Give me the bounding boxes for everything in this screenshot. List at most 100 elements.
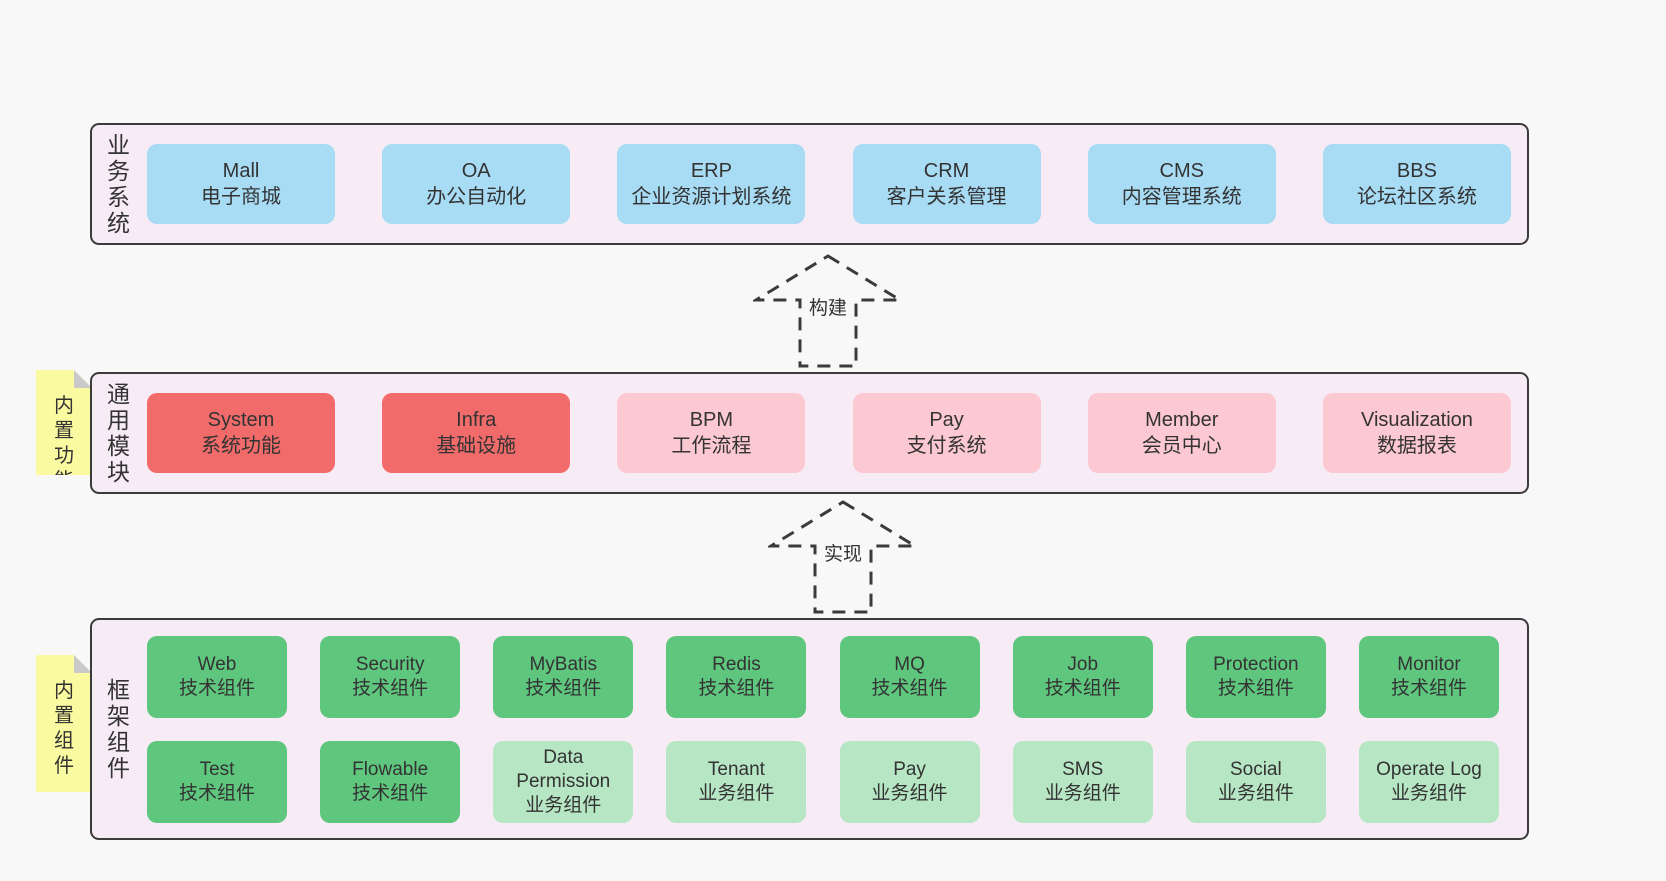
box-subtitle: 技术组件 [525, 677, 602, 699]
box-title: Redis [712, 653, 761, 675]
box-security: Security 技术组件 [320, 635, 461, 718]
box-title: Operate Log [1376, 758, 1482, 780]
box-title: Web [197, 653, 237, 675]
box-title: System [207, 409, 275, 431]
box-bpm: BPM 工作流程 [617, 393, 806, 473]
box-data-permission: Data Permission 业务组件 [493, 740, 634, 823]
box-web: Web 技术组件 [147, 635, 287, 718]
box-subtitle: 数据报表 [1376, 435, 1457, 457]
box-title: Infra [456, 409, 497, 431]
sticky-note-built-in-features: 内置功能 [36, 370, 92, 475]
box-subtitle: 论坛社区系统 [1356, 186, 1477, 208]
box-title: Flowable [352, 758, 429, 780]
box-title: Data Permission [516, 746, 611, 792]
box-subtitle: 业务组件 [1390, 782, 1467, 804]
box-subtitle: 技术组件 [352, 677, 429, 699]
arrow-implement: 实现 [768, 499, 918, 615]
box-subtitle: 电子商城 [201, 186, 281, 208]
up-block-arrow-icon [753, 254, 903, 368]
box-subtitle: 内容管理系统 [1121, 186, 1242, 208]
band-label-framework-components: 框架组件 [107, 677, 130, 781]
arrow-build-label: 构建 [805, 293, 851, 320]
box-subtitle: 业务组件 [1044, 782, 1121, 804]
framework-row-2: Test 技术组件 Flowable 技术组件 Data Permission … [147, 740, 1499, 823]
box-title: OA [461, 160, 491, 182]
box-redis: Redis 技术组件 [666, 635, 807, 718]
box-title: BPM [689, 409, 734, 431]
box-bbs: BBS 论坛社区系统 [1322, 144, 1511, 224]
box-subtitle: 技术组件 [871, 677, 948, 699]
box-title: Pay [929, 409, 964, 431]
box-title: BBS [1396, 160, 1437, 182]
box-title: Pay [893, 758, 926, 780]
box-title: MyBatis [529, 653, 598, 675]
box-member: Member 会员中心 [1087, 393, 1276, 473]
box-subtitle: 办公自动化 [426, 186, 527, 208]
box-mq: MQ 技术组件 [839, 635, 980, 718]
box-subtitle: 业务组件 [871, 782, 948, 804]
box-subtitle: 技术组件 [1044, 677, 1121, 699]
box-protection: Protection 技术组件 [1185, 635, 1326, 718]
box-title: SMS [1062, 758, 1104, 780]
box-monitor: Monitor 技术组件 [1358, 635, 1499, 718]
box-subtitle: 工作流程 [671, 435, 752, 457]
business-system-boxes: Mall 电子商城 OA 办公自动化 ERP 企业资源计划系统 CRM 客户关系… [147, 125, 1511, 243]
box-test: Test 技术组件 [147, 740, 287, 823]
box-title: Social [1229, 758, 1282, 780]
box-subtitle: 业务组件 [525, 794, 602, 816]
box-subtitle: 业务组件 [1217, 782, 1294, 804]
box-social: Social 业务组件 [1185, 740, 1326, 823]
up-block-arrow-icon [768, 500, 918, 614]
box-subtitle: 系统功能 [201, 435, 281, 457]
box-subtitle: 业务组件 [698, 782, 775, 804]
box-cms: CMS 内容管理系统 [1087, 144, 1276, 224]
box-title: Protection [1213, 653, 1299, 675]
box-pay-component: Pay 业务组件 [839, 740, 980, 823]
box-subtitle: 客户关系管理 [886, 186, 1007, 208]
arrow-implement-label: 实现 [820, 539, 866, 566]
box-subtitle: 技术组件 [178, 677, 255, 699]
box-subtitle: 技术组件 [352, 782, 429, 804]
sticky-note-built-in-components: 内置组件 [36, 655, 92, 792]
box-erp: ERP 企业资源计划系统 [617, 144, 806, 224]
box-title: CMS [1159, 160, 1204, 182]
box-operate-log: Operate Log 业务组件 [1358, 740, 1499, 823]
band-framework-components: 框架组件 Web 技术组件 Security 技术组件 MyBatis 技术组件… [90, 618, 1529, 840]
box-title: Test [199, 758, 235, 780]
arrow-build: 构建 [753, 253, 903, 369]
box-job: Job 技术组件 [1012, 635, 1153, 718]
band-label-business-systems: 业务系统 [107, 132, 130, 236]
box-sms: SMS 业务组件 [1012, 740, 1153, 823]
box-pay-system: Pay 支付系统 [852, 393, 1041, 473]
box-title: Job [1067, 653, 1099, 675]
box-flowable: Flowable 技术组件 [320, 740, 461, 823]
framework-component-rows: Web 技术组件 Security 技术组件 MyBatis 技术组件 Redi… [147, 620, 1499, 838]
box-mybatis: MyBatis 技术组件 [493, 635, 634, 718]
box-subtitle: 技术组件 [1217, 677, 1294, 699]
box-oa: OA 办公自动化 [382, 144, 571, 224]
common-module-boxes: System 系统功能 Infra 基础设施 BPM 工作流程 Pay 支付系统… [147, 374, 1511, 492]
box-title: MQ [894, 653, 925, 675]
box-subtitle: 会员中心 [1141, 435, 1222, 457]
box-title: Member [1145, 409, 1219, 431]
box-subtitle: 支付系统 [906, 435, 987, 457]
box-title: ERP [690, 160, 732, 182]
box-title: Visualization [1360, 409, 1473, 431]
sticky-label: 内置组件 [54, 680, 74, 777]
band-business-systems: 业务系统 Mall 电子商城 OA 办公自动化 ERP 企业资源计划系统 CRM… [90, 123, 1529, 245]
framework-row-1: Web 技术组件 Security 技术组件 MyBatis 技术组件 Redi… [147, 635, 1499, 718]
box-crm: CRM 客户关系管理 [852, 144, 1041, 224]
box-subtitle: 技术组件 [178, 782, 255, 804]
box-title: Security [355, 653, 425, 675]
box-subtitle: 企业资源计划系统 [631, 186, 792, 208]
band-label-common-modules: 通用模块 [107, 381, 130, 485]
band-common-modules: 通用模块 System 系统功能 Infra 基础设施 BPM 工作流程 Pay… [90, 372, 1529, 494]
box-subtitle: 技术组件 [1390, 677, 1467, 699]
box-mall: Mall 电子商城 [147, 144, 335, 224]
box-title: CRM [923, 160, 970, 182]
box-subtitle: 基础设施 [436, 435, 517, 457]
box-subtitle: 技术组件 [698, 677, 775, 699]
box-system: System 系统功能 [147, 393, 335, 473]
box-title: Monitor [1397, 653, 1461, 675]
box-title: Mall [222, 160, 260, 182]
